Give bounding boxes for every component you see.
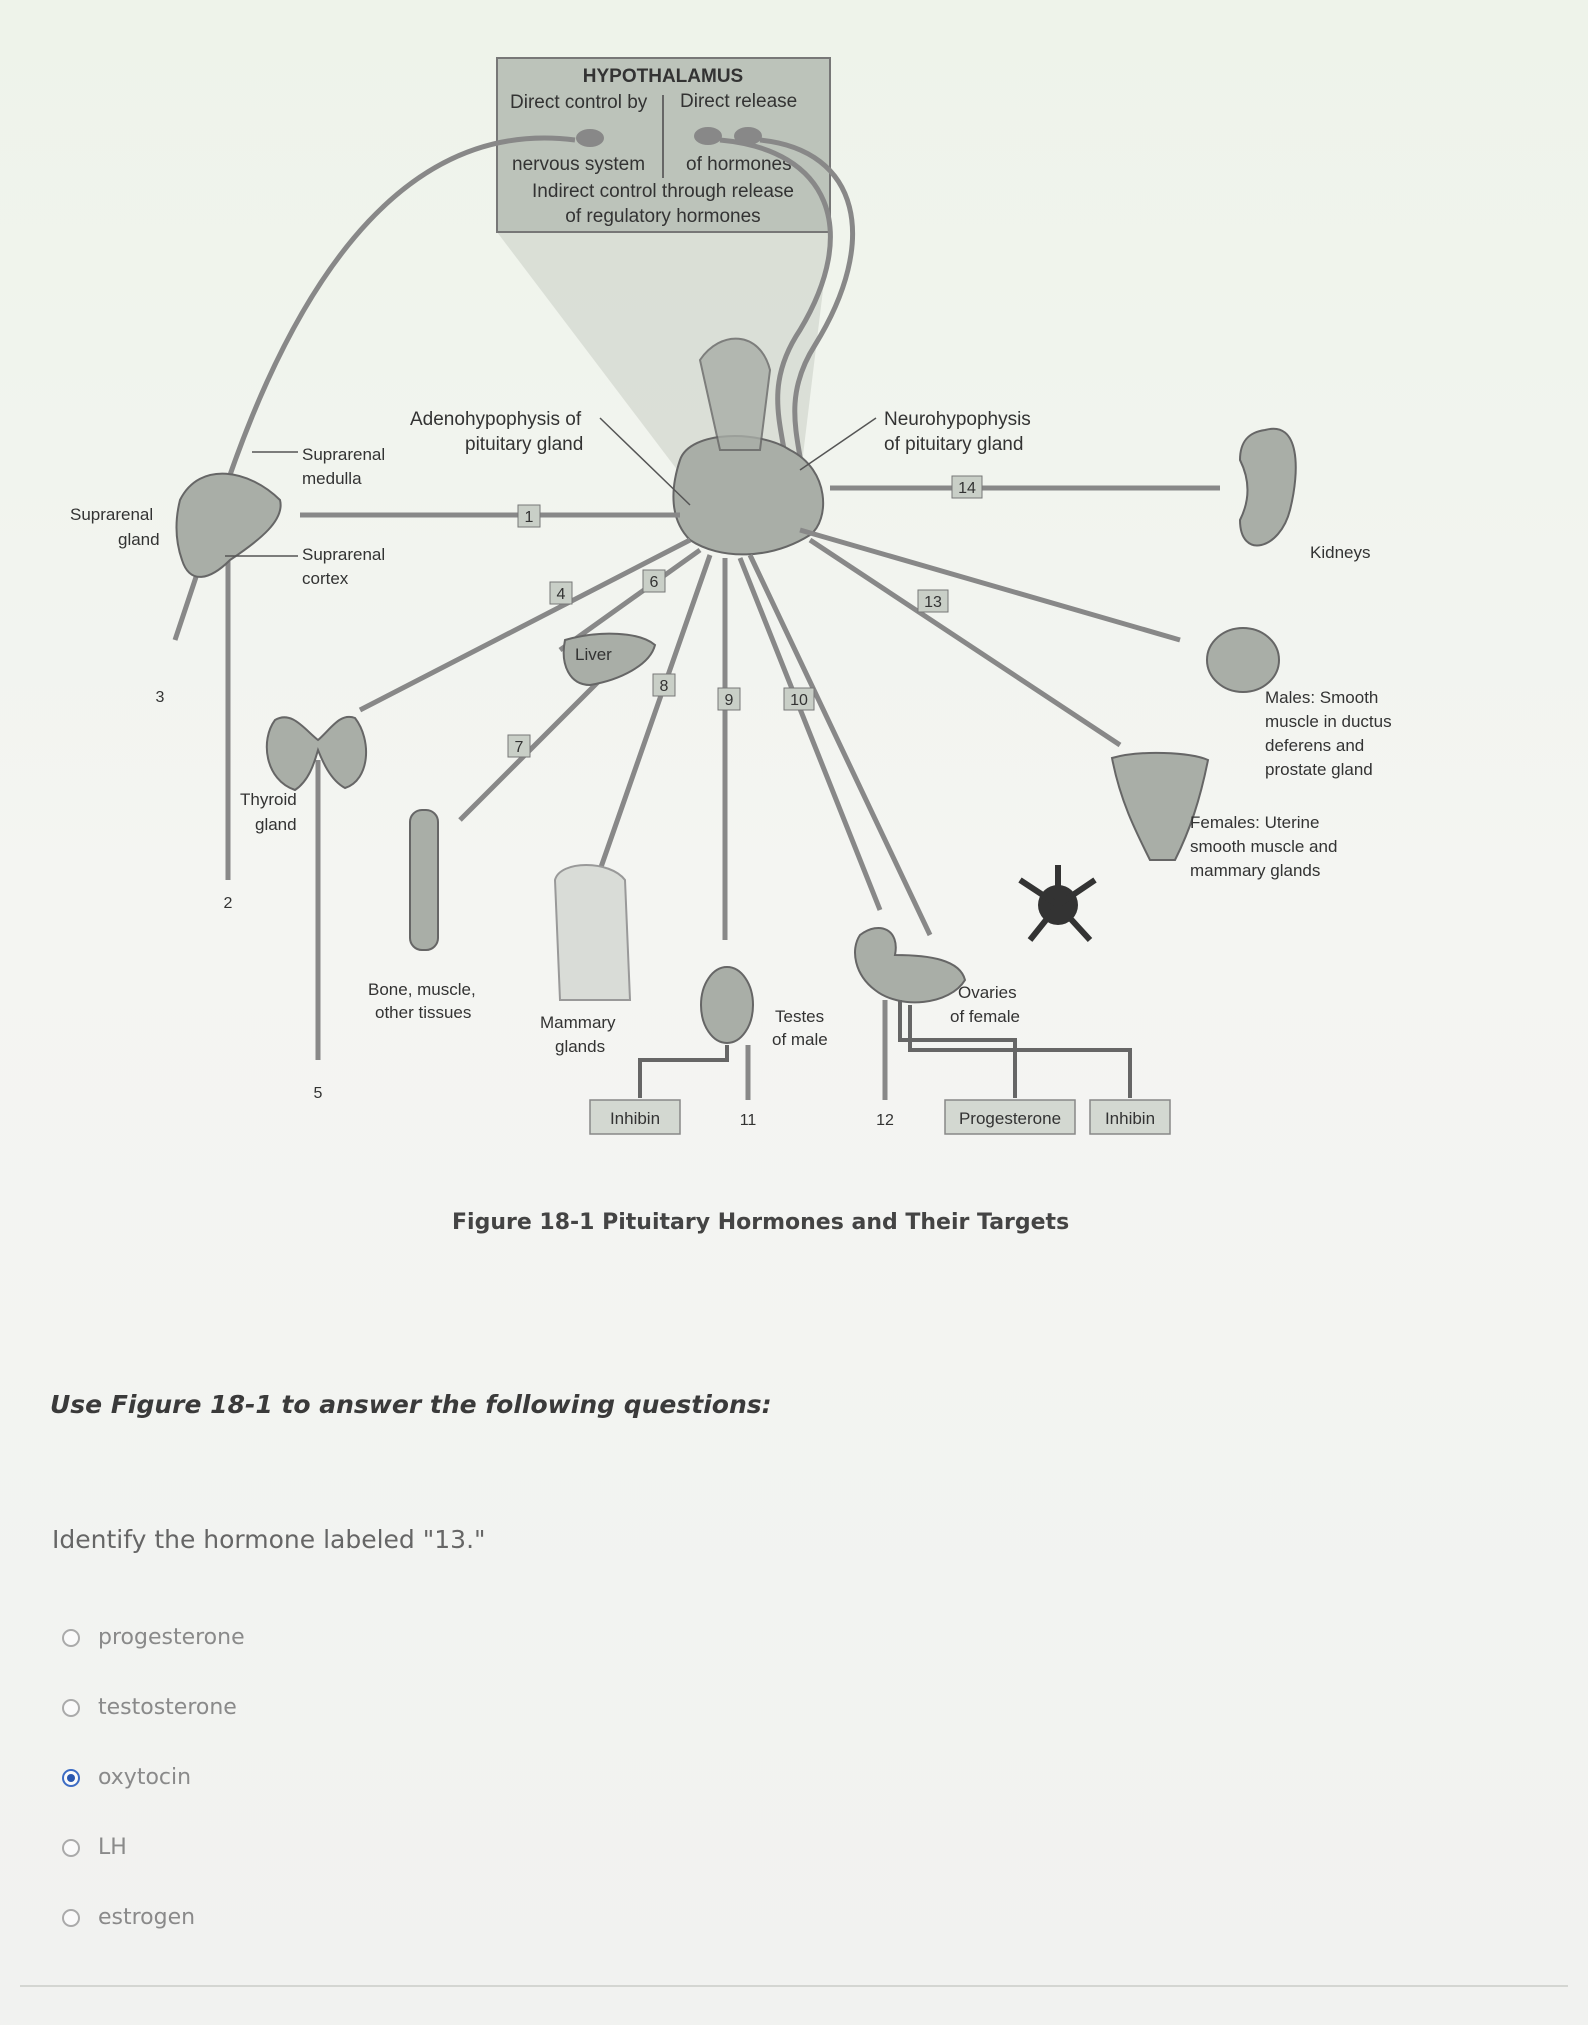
kidney — [1238, 427, 1297, 547]
label-5: 5 — [314, 1085, 323, 1102]
option-label: LH — [98, 1835, 127, 1860]
females-line1: Females: Uterine — [1190, 813, 1319, 832]
label-13: 13 — [924, 594, 942, 611]
ovaries — [854, 926, 967, 1004]
suprarenal-cortex-line1: Suprarenal — [302, 545, 385, 564]
females-line3: mammary glands — [1190, 861, 1320, 880]
bone-muscle — [409, 809, 439, 951]
label-1: 1 — [525, 509, 534, 526]
thyroid-gland — [265, 715, 368, 792]
divider — [20, 1985, 1568, 1987]
pituitary-figure: HYPOTHALAMUS Direct control by nervous s… — [70, 57, 1392, 1135]
melanocyte-cell — [1018, 865, 1097, 943]
neurohypophysis-line1: Neurohypophysis — [884, 409, 1031, 430]
testes-line2: of male — [772, 1030, 828, 1049]
bone-line1: Bone, muscle, — [368, 980, 476, 999]
progesterone-label: Progesterone — [959, 1109, 1061, 1128]
progesterone-box — [944, 1099, 1076, 1135]
number-labels: 1 2 3 4 5 6 7 8 9 10 11 12 13 14 — [156, 475, 983, 1129]
inhibin-male-label: Inhibin — [610, 1109, 660, 1128]
males-line2: muscle in ductus — [1265, 712, 1392, 731]
mammary-line2: glands — [555, 1037, 605, 1056]
label-6: 6 — [650, 574, 659, 591]
label-14: 14 — [958, 480, 976, 497]
adenohypophysis-line1: Adenohypophysis of — [410, 409, 582, 430]
radio-button-selected[interactable] — [62, 1768, 80, 1787]
inhibin-female-box — [1089, 1099, 1171, 1135]
label-3: 3 — [156, 689, 165, 706]
indirect-line2: of regulatory hormones — [565, 206, 760, 227]
direct-release-line1: Direct release — [680, 91, 797, 112]
label-10: 10 — [790, 692, 808, 709]
radio-button[interactable] — [62, 1908, 80, 1927]
pituitary-gland — [672, 337, 824, 556]
thyroid-line2: gland — [255, 815, 297, 834]
direct-control-line1: Direct control by — [510, 92, 648, 113]
mammary-line1: Mammary — [540, 1013, 616, 1032]
option-progesterone[interactable]: progesterone — [62, 1625, 245, 1650]
label-2: 2 — [224, 895, 233, 912]
liver-label: Liver — [575, 645, 612, 664]
hypothalamus-title: HYPOTHALAMUS — [583, 66, 743, 87]
males-line4: prostate gland — [1265, 760, 1373, 779]
adenohypophysis-line2: pituitary gland — [465, 434, 583, 455]
question-text: Identify the hormone labeled "13." — [52, 1525, 486, 1554]
inhibin-female-label: Inhibin — [1105, 1109, 1155, 1128]
suprarenal-cortex-line2: cortex — [302, 569, 349, 588]
indirect-line1: Indirect control through release — [532, 181, 794, 202]
option-label: progesterone — [98, 1625, 245, 1650]
suprarenal-medulla-line1: Suprarenal — [302, 445, 385, 464]
females-line2: smooth muscle and — [1190, 837, 1337, 856]
uterus — [1110, 751, 1210, 861]
option-estrogen[interactable]: estrogen — [62, 1905, 195, 1930]
testes-line1: Testes — [775, 1007, 824, 1026]
radio-button[interactable] — [62, 1628, 80, 1647]
label-9: 9 — [725, 692, 734, 709]
option-label: oxytocin — [98, 1765, 192, 1790]
ovaries-line1: Ovaries — [958, 983, 1017, 1002]
suprarenal-medulla-line2: medulla — [302, 469, 362, 488]
direct-control-line2: nervous system — [512, 154, 645, 175]
label-8: 8 — [660, 678, 669, 695]
neurohypophysis-line2: of pituitary gland — [884, 434, 1023, 455]
option-oxytocin[interactable]: oxytocin — [62, 1765, 191, 1790]
kidneys-label: Kidneys — [1310, 543, 1370, 562]
prostate-gland — [1206, 627, 1280, 693]
label-12: 12 — [876, 1112, 894, 1129]
liver — [562, 632, 657, 687]
bone-line2: other tissues — [375, 1003, 471, 1022]
males-line1: Males: Smooth — [1265, 688, 1378, 707]
option-label: estrogen — [98, 1905, 196, 1930]
radio-button[interactable] — [62, 1698, 80, 1717]
ovaries-line2: of female — [950, 1007, 1020, 1026]
radio-button[interactable] — [62, 1838, 80, 1857]
option-label: testosterone — [98, 1695, 237, 1720]
label-11: 11 — [740, 1112, 757, 1129]
label-4: 4 — [557, 586, 566, 603]
testes — [700, 966, 754, 1044]
direct-release-line2: of hormones — [686, 154, 792, 175]
instruction-text: Use Figure 18-1 to answer the following … — [50, 1390, 772, 1419]
suprarenal-gland-line1: Suprarenal — [70, 505, 153, 524]
mammary-gland — [553, 864, 632, 1001]
figure-caption: Figure 18-1 Pituitary Hormones and Their… — [452, 1210, 1070, 1235]
males-line3: deferens and — [1265, 736, 1364, 755]
suprarenal-gland-line2: gland — [118, 530, 160, 549]
inhibin-male-box — [589, 1099, 681, 1135]
suprarenal-gland — [175, 472, 282, 578]
thyroid-line1: Thyroid — [240, 790, 297, 809]
option-testosterone[interactable]: testosterone — [62, 1695, 237, 1720]
option-lh[interactable]: LH — [62, 1835, 127, 1860]
label-7: 7 — [515, 739, 524, 756]
